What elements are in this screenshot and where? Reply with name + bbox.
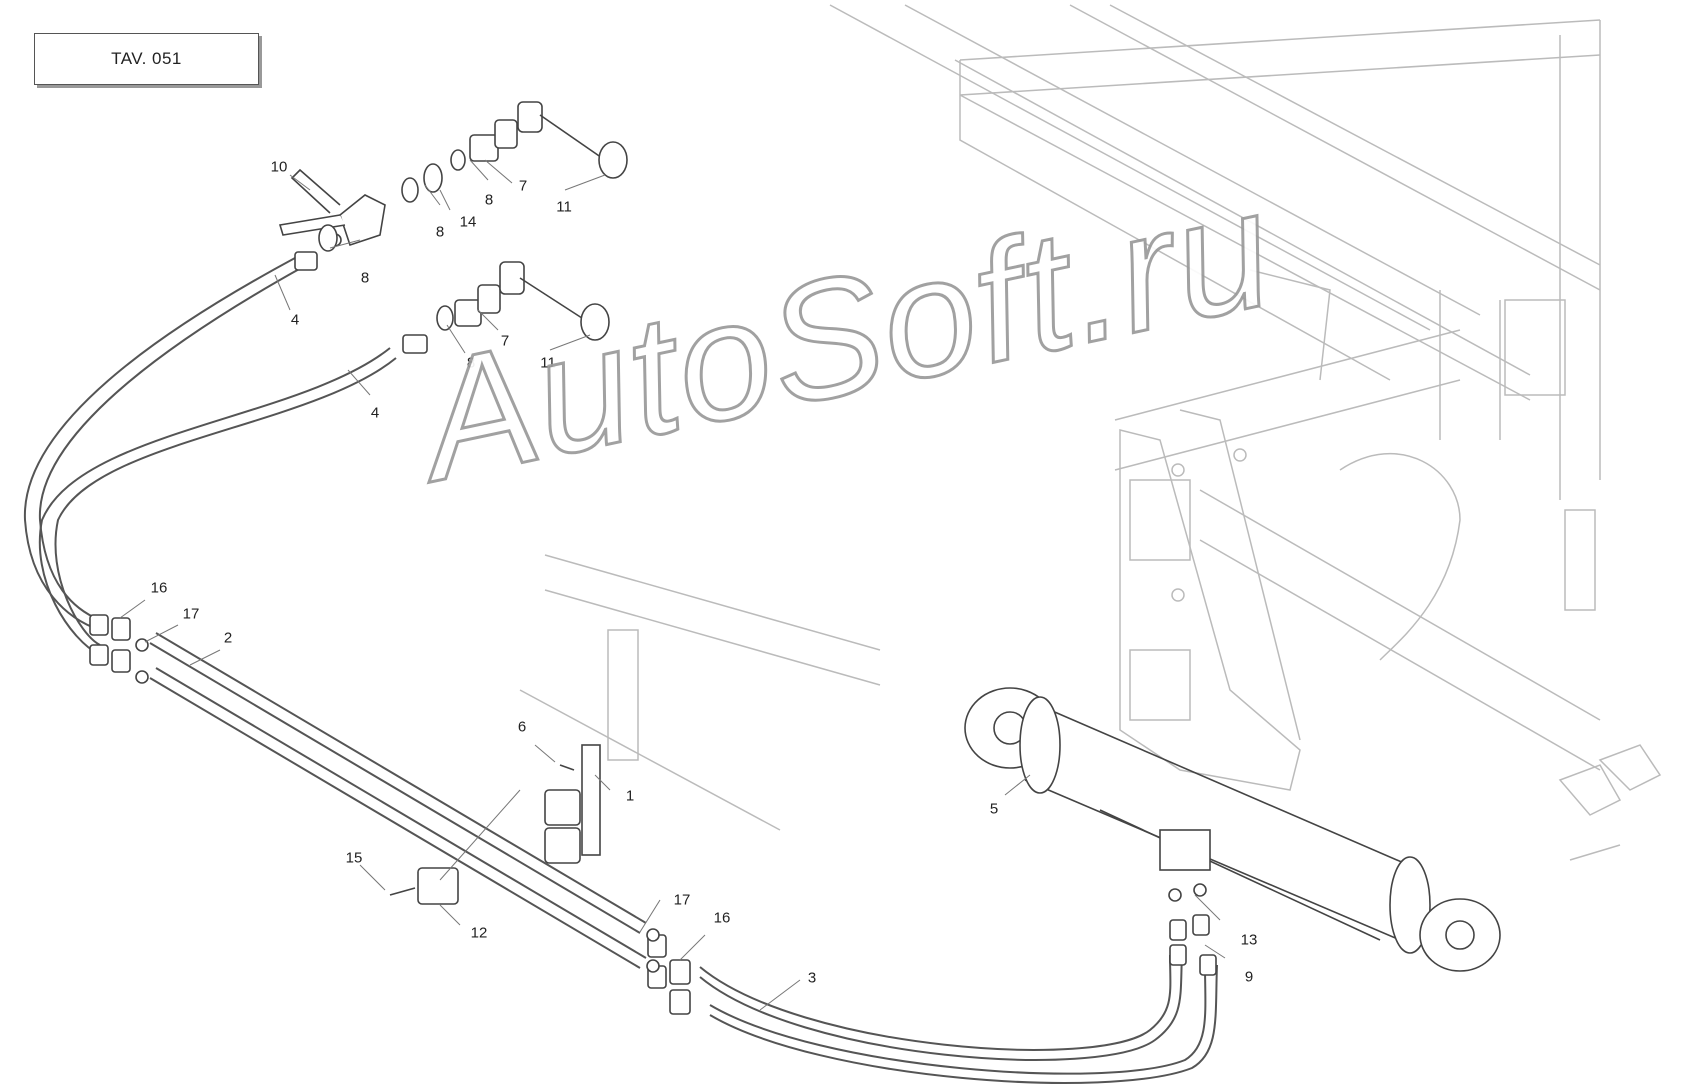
callout-8: 8: [466, 354, 476, 372]
callout-7: 7: [518, 177, 528, 195]
callout-11: 11: [556, 198, 572, 216]
callout-17: 17: [673, 891, 691, 909]
callout-10: 10: [270, 158, 288, 176]
callout-6: 6: [517, 718, 527, 736]
callout-13: 13: [1240, 931, 1258, 949]
leader-lines: [119, 159, 1226, 1011]
callout-4: 4: [290, 311, 300, 329]
hoses: [23, 257, 1218, 1084]
callout-7: 7: [500, 332, 510, 350]
callout-1: 1: [625, 787, 635, 805]
callout-2: 2: [223, 629, 233, 647]
callout-4: 4: [370, 404, 380, 422]
callout-16: 16: [713, 909, 731, 927]
callout-9: 9: [1244, 968, 1254, 986]
callout-8: 8: [484, 191, 494, 209]
callout-11: 11: [540, 354, 556, 372]
callout-16: 16: [150, 579, 168, 597]
callout-15: 15: [345, 849, 363, 867]
callout-8: 8: [435, 223, 445, 241]
callout-14: 14: [459, 213, 477, 231]
table-title: TAV. 051: [34, 33, 259, 85]
frame-structure: [519, 4, 1662, 861]
fittings: [89, 101, 1501, 1015]
callout-17: 17: [182, 605, 200, 623]
callout-3: 3: [807, 969, 817, 987]
callout-12: 12: [470, 924, 488, 942]
callout-8: 8: [360, 269, 370, 287]
callout-5: 5: [989, 800, 999, 818]
